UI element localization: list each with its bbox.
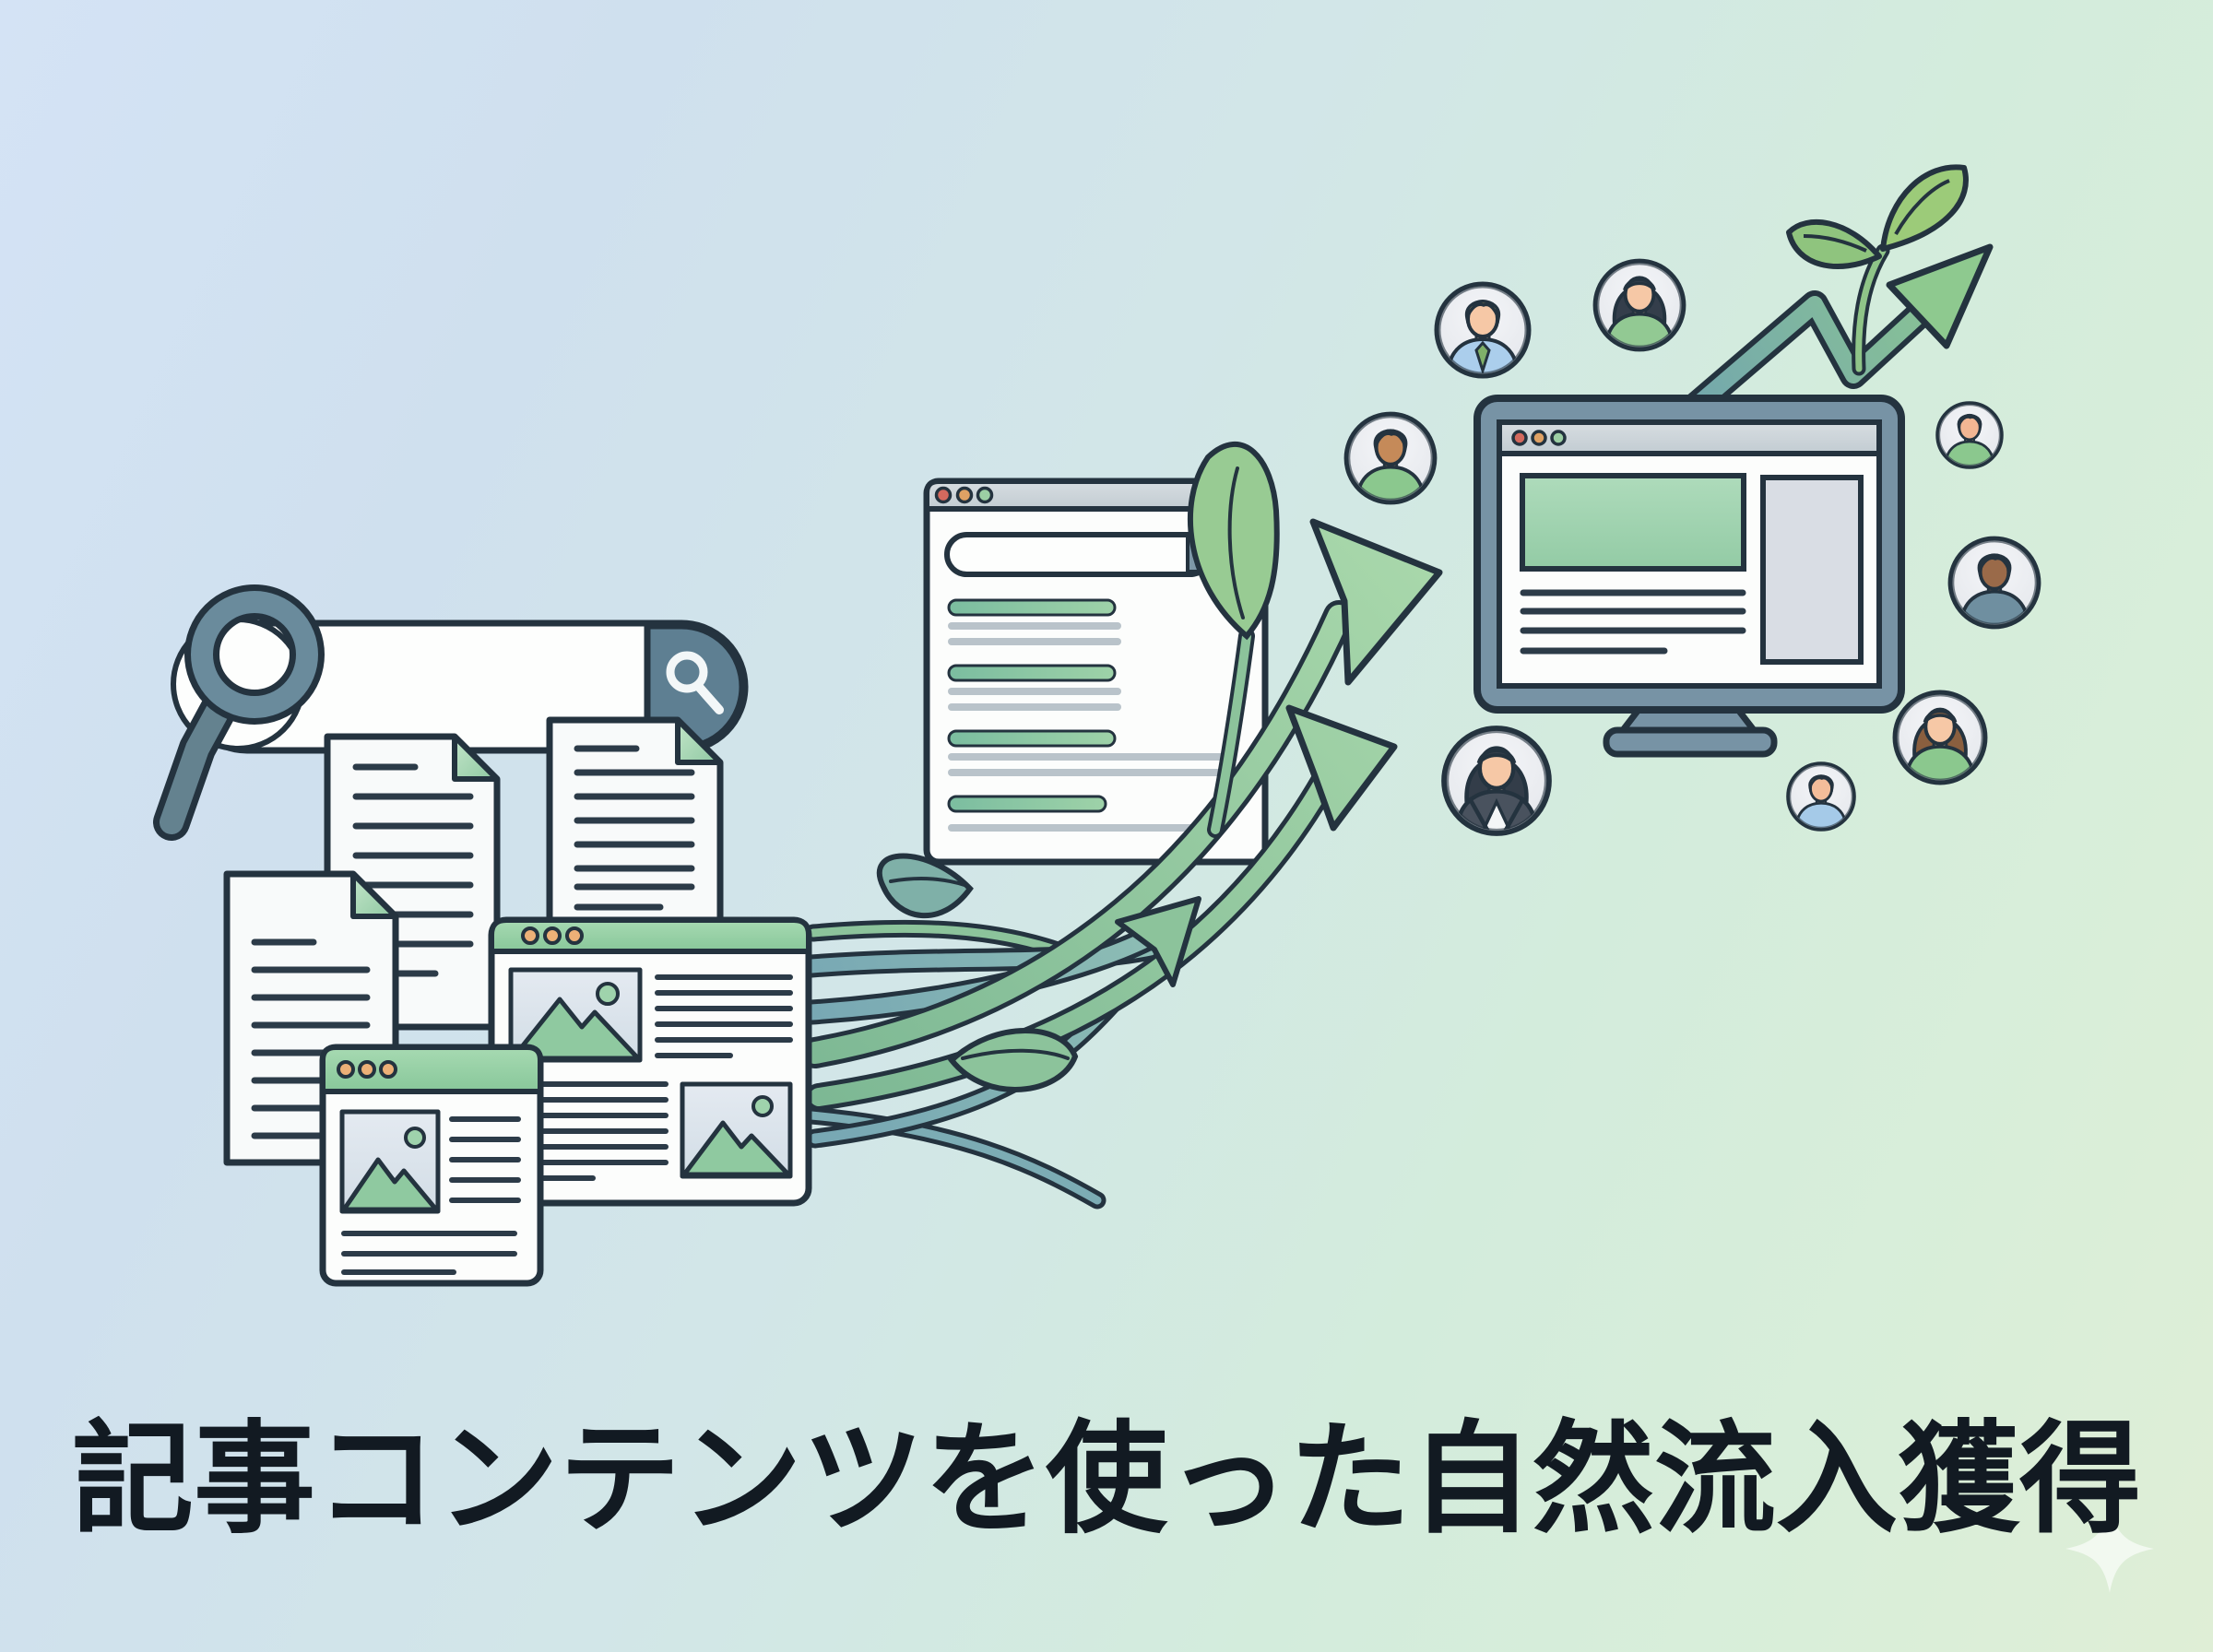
sprout-icon	[1786, 164, 1969, 376]
image-placeholder-icon	[680, 1081, 793, 1179]
serp-results	[947, 598, 1236, 832]
growth-arrowhead	[1886, 243, 1994, 349]
organic-arrows	[799, 442, 1443, 1210]
monitor-text-lines	[1520, 589, 1746, 655]
traffic-light-icons	[1511, 430, 1567, 446]
magnifier-icon	[153, 584, 325, 841]
search-bar	[153, 584, 749, 841]
card-dots-icons	[521, 926, 584, 945]
document-papers	[223, 716, 812, 1287]
article-card-small	[319, 1044, 544, 1287]
avatar-group	[1343, 258, 2041, 836]
hero-image-block	[1520, 473, 1746, 572]
vine-leaves	[876, 442, 1280, 1092]
avatar-woman-brown-hair-green	[1892, 690, 1988, 785]
leaf-large	[1187, 442, 1280, 641]
article-card-large	[488, 916, 812, 1207]
sidebar-block	[1760, 475, 1864, 665]
arrowhead-medium	[1285, 704, 1398, 832]
traffic-light-icons	[934, 486, 994, 504]
serp-search-field	[944, 532, 1213, 577]
avatar-woman-dark-hair-green	[1592, 258, 1686, 352]
growth-arrow-icon	[1633, 164, 1994, 462]
avatar-man-tan-green-shirt	[1343, 411, 1438, 505]
avatar-man-darkskin-slate-shirt	[1947, 536, 2041, 630]
avatar-man-blonde-blue-shirt	[1434, 281, 1532, 379]
sprout-leaf-left	[1786, 218, 1882, 270]
arrowhead-icons	[1115, 518, 1443, 987]
search-icon	[666, 651, 724, 714]
sprout-leaf-right	[1880, 164, 1969, 252]
leaf-teal	[876, 853, 974, 918]
serp-window	[923, 478, 1269, 866]
headline-title: 記事コンテンツを使った自然流入獲得	[72, 1411, 2141, 1547]
avatar-person-blonde-blue-small	[1786, 761, 1856, 832]
sparkle-icon	[2065, 1504, 2154, 1593]
arrowhead-large	[1309, 518, 1443, 686]
avatar-person-dark-green-small	[1935, 401, 2004, 469]
avatar-businesswoman-dark-blazer	[1441, 726, 1552, 836]
leaf-green	[947, 1028, 1079, 1092]
monitor	[1473, 395, 1905, 758]
image-placeholder-icon	[339, 1109, 441, 1214]
arrowhead-small	[1115, 896, 1201, 987]
card-titlebar	[320, 1044, 543, 1094]
monitor-stand-base	[1603, 726, 1778, 758]
card-dots-icons	[337, 1060, 397, 1079]
